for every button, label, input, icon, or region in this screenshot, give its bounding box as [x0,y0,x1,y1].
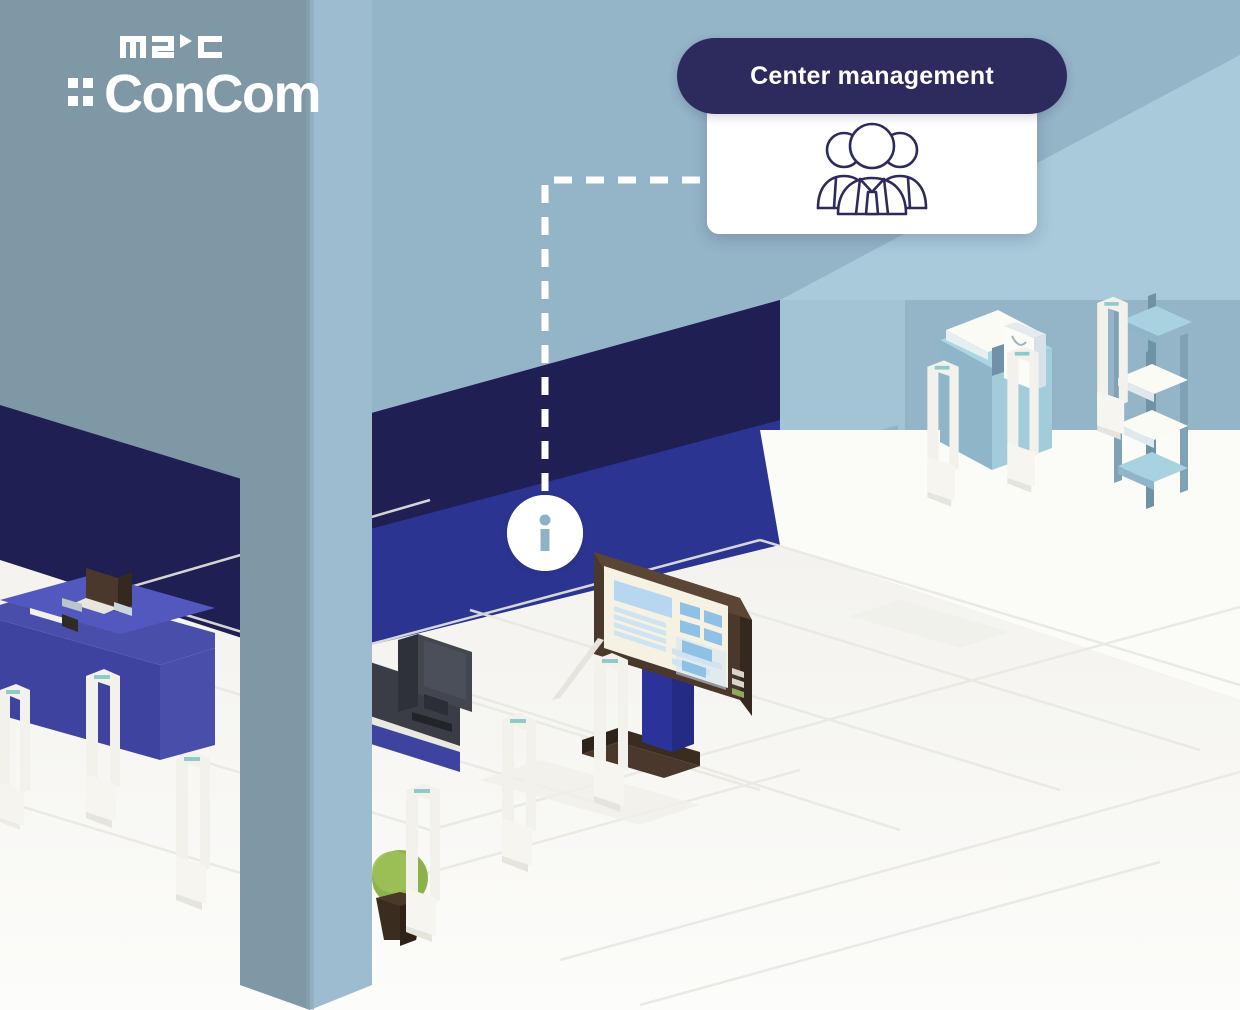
counter-keyboard [72,598,118,614]
security-gate [594,653,628,812]
floor-back-right [760,430,1240,700]
security-gate [1007,346,1039,493]
wall-navy-left [0,405,310,660]
shelf-2 [1118,364,1188,394]
security-gate [176,751,210,910]
kiosk-leg [552,638,604,700]
callout-center-management[interactable]: Center management [677,38,1067,234]
shelving-unit [1114,293,1192,509]
shelf-4 [1118,452,1188,482]
floor-sheen-2 [850,600,1010,648]
callout-title-pill[interactable]: Center management [677,38,1067,114]
pillar-face-right [310,0,372,1010]
counter-paper [30,608,64,624]
pillar-edge [306,0,314,1010]
security-gate [0,684,30,830]
pillar-face-left [240,0,310,1010]
bag-handle [1011,335,1027,346]
info-kiosk [552,552,752,778]
monitor-stand [424,694,448,716]
group-of-people-icon [816,122,928,216]
shelf-3 [1118,410,1188,440]
counter-device [62,614,78,632]
wall-monitors [352,634,472,772]
pillar-center [240,0,372,1010]
shelf-top [1122,306,1192,336]
security-gates [0,296,1128,942]
callout-title: Center management [750,61,994,90]
security-gate [927,360,959,507]
security-gate [86,669,120,828]
counter-terminal [114,602,132,616]
info-marker[interactable] [507,495,583,571]
info-icon-dot [539,514,551,526]
security-gate [502,713,536,872]
shelf-post-3 [1180,333,1188,493]
security-gate [1097,296,1128,440]
info-icon-stem [540,529,550,551]
security-gate [406,783,440,942]
